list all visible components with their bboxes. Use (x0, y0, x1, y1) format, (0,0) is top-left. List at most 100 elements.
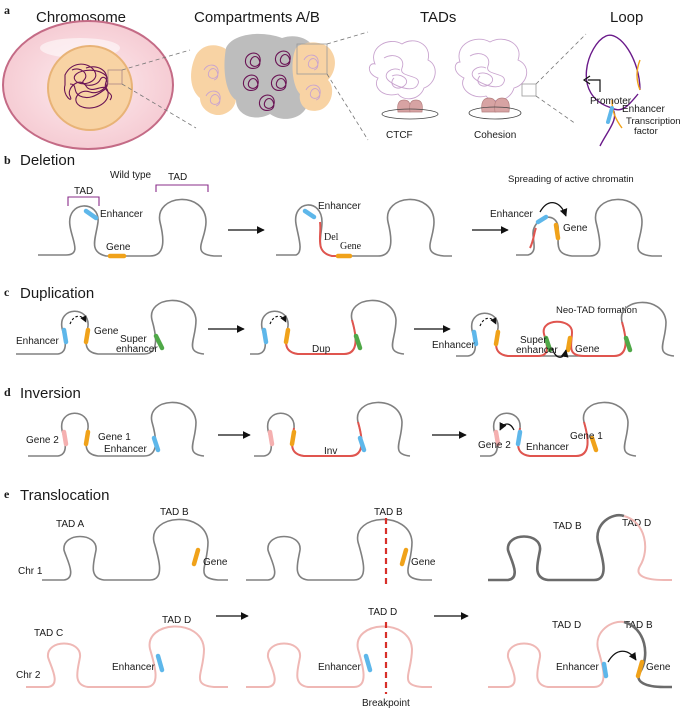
ctcf-label: CTCF (386, 130, 413, 141)
wt-enhancer-label: Enhancer (100, 209, 143, 220)
panel-e-title: Translocation (20, 487, 110, 504)
inv-mid-gene1 (289, 429, 297, 447)
dup-res-super-line1: Super (520, 335, 547, 346)
loop-illustration (582, 34, 641, 147)
dup-res-gene-label: Gene (575, 344, 600, 355)
dup-wt-super-line1: Super (120, 334, 147, 345)
tad-d-label-4: TAD D (552, 620, 581, 631)
inv-label: Inv (324, 446, 337, 457)
dup-mid-enhancer (261, 327, 269, 345)
chr1-label: Chr 1 (18, 566, 43, 577)
spreading-label: Spreading of active chromatin (508, 174, 634, 185)
spread-gene-mark (553, 222, 561, 241)
title-loop: Loop (610, 9, 643, 26)
tad-b-label-4: TAD B (624, 620, 653, 631)
tad-b-label-3: TAD B (553, 521, 582, 532)
wt-strand (38, 198, 222, 257)
inv-res-gene2 (493, 429, 501, 447)
compartments-illustration (191, 33, 335, 119)
breakpoint-label: Breakpoint (362, 698, 410, 709)
neo-tad-red-loop (495, 320, 627, 357)
title-compartments: Compartments A/B (194, 9, 320, 26)
chr1-gene-mark (191, 547, 201, 567)
dup-wt-super-line2: enhancer (116, 344, 158, 355)
panel-c: c Duplication Enhancer Gene Super enhanc… (4, 285, 675, 358)
dup-wt-strand (16, 299, 205, 355)
neo-tad-label: Neo-TAD formation (556, 305, 637, 316)
dup-wt-gene (83, 327, 91, 345)
tad-c-label: TAD C (34, 628, 63, 639)
promoter-label: Promoter (590, 96, 632, 107)
panel-d: d Inversion Gene 2 Gene 1 Enhancer Inv G… (4, 385, 637, 457)
chr2-res-gene-label: Gene (646, 662, 671, 673)
inv-wt-strand (28, 401, 205, 457)
inv-res-enhancer-label: Enhancer (526, 442, 569, 453)
inv-res-gene1-label: Gene 1 (570, 431, 603, 442)
chr1-strand (42, 518, 228, 581)
inv-res-enhancer (515, 429, 523, 447)
dup-res-enhancer (471, 329, 479, 347)
chr1-bp-gene-label: Gene (411, 557, 436, 568)
dup-res-gene-2 (565, 335, 573, 353)
dup-wt-enhancer-label: Enhancer (16, 336, 59, 347)
tad-b-label-2: TAD B (374, 507, 403, 518)
chr2-res-enhancer-label: Enhancer (556, 662, 599, 673)
inv-wt-gene2 (61, 429, 69, 447)
wild-type-label: Wild type (110, 170, 152, 181)
panel-b-title: Deletion (20, 152, 75, 169)
panel-e-letter: e (4, 487, 10, 501)
spread-enhancer-label: Enhancer (490, 209, 533, 220)
dup-res-super-enhancer-1 (543, 335, 553, 353)
del-label: Del (324, 232, 339, 243)
tad-d-label-1: TAD D (162, 615, 191, 626)
panel-a: a Chromosome Compartments A/B TADs Loop (2, 3, 681, 150)
chr1-bp-gene-mark (399, 547, 409, 567)
dup-res-gene-1 (493, 329, 501, 347)
chr1-bp-strand (246, 518, 432, 581)
chr1-res-pink (623, 515, 672, 581)
panel-a-letter: a (4, 3, 10, 17)
dup-res-super-enhancer-2 (623, 335, 633, 353)
inv-wt-gene1 (83, 429, 91, 447)
chr2-bp-enhancer-mark (363, 653, 373, 673)
tad-b-label-1: TAD B (160, 507, 189, 518)
chr2-bp-strand (246, 625, 432, 688)
tads-illustration (368, 38, 537, 120)
tad-d-label-2: TAD D (368, 607, 397, 618)
inv-wt-enhancer-label: Enhancer (104, 444, 147, 455)
del-strand (276, 198, 452, 257)
tad-a-label: TAD A (56, 519, 84, 530)
wt-enhancer-mark (83, 208, 99, 221)
chr2-res-interaction-arrow (607, 650, 637, 663)
cell-illustration (2, 20, 174, 150)
panel-d-title: Inversion (20, 385, 81, 402)
del-enhancer-label: Enhancer (318, 201, 361, 212)
spread-red-segment (529, 227, 537, 249)
chr1-res-dark (488, 513, 625, 582)
dup-res-enhancer-label: Enhancer (432, 340, 475, 351)
tad-bracket-1 (67, 196, 100, 206)
tad-bracket-2 (155, 184, 209, 192)
loop-enhancer-label: Enhancer (622, 104, 665, 115)
panel-c-letter: c (4, 285, 10, 299)
dup-wt-enhancer (61, 327, 69, 345)
inv-res-gene1 (589, 435, 599, 453)
chr1-gene-label: Gene (203, 557, 228, 568)
dup-res-super-line2: enhancer (516, 345, 558, 356)
panel-e: e Translocation TAD A TAD B Chr 1 Gene T… (4, 487, 672, 709)
spread-gene-label: Gene (563, 223, 588, 234)
inv-mid-gene2 (267, 429, 275, 447)
panel-c-title: Duplication (20, 285, 94, 302)
tf-label-line2: factor (634, 126, 658, 137)
inv-wt-gene2-label: Gene 2 (26, 435, 59, 446)
inv-res-arrow (499, 421, 515, 431)
dup-wt-gene-label: Gene (94, 326, 119, 337)
dup-res-dashed-arrow (479, 317, 497, 327)
chr2-res-enhancer-mark (601, 661, 609, 679)
dup-mid-gene (283, 327, 291, 345)
del-enhancer-mark (302, 208, 317, 220)
spread-interaction-arrow (539, 202, 568, 217)
dup-wt-super-enhancer (153, 333, 165, 351)
inv-wt-gene1-label: Gene 1 (98, 432, 131, 443)
chr2-res-gene-mark (635, 659, 645, 679)
